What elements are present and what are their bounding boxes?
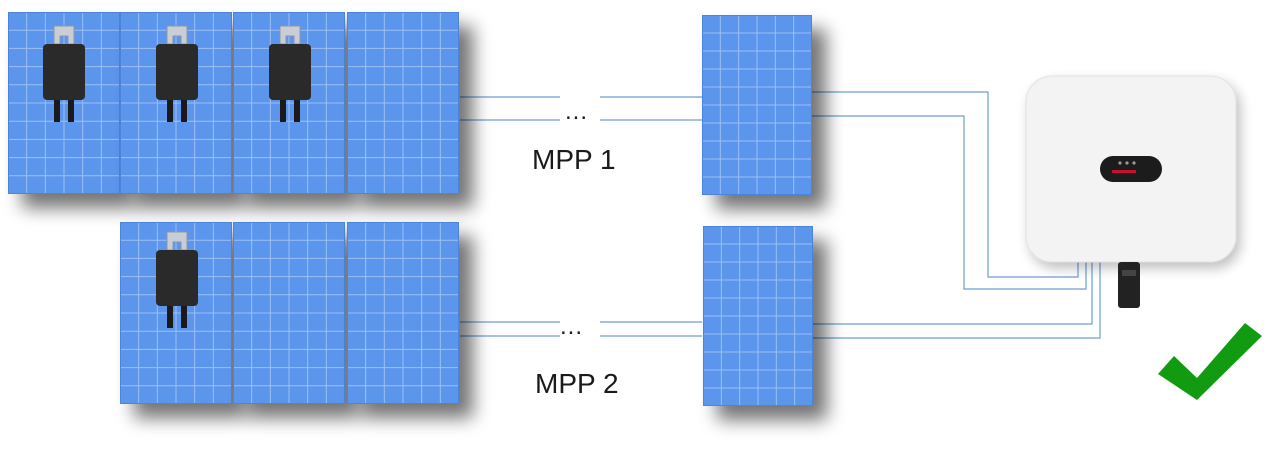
inverter-connector-icon <box>1118 262 1140 308</box>
wires <box>460 91 1101 339</box>
mpp1-panel <box>347 12 459 194</box>
mpp2-panel <box>347 222 459 404</box>
mpp1-panel <box>233 12 345 194</box>
optimizer-icon <box>43 25 85 122</box>
mpp1-panel <box>8 12 120 194</box>
mpp1-wire-to-inverter-a <box>812 91 1079 278</box>
mpp2-wire-to-inverter-b <box>812 262 1101 339</box>
panels <box>8 12 813 406</box>
mpp1-panel <box>120 12 232 194</box>
mpp2-panel <box>120 222 232 404</box>
mpp1-wire-to-inverter-b <box>812 115 1087 290</box>
mpp1-ellipsis: ... <box>565 98 589 125</box>
mpp1-panel-end <box>702 15 812 195</box>
optimizer-icon <box>269 25 311 122</box>
mpp1-label: MPP 1 <box>532 144 616 175</box>
optimizer-icon <box>156 231 198 328</box>
mpp2-wire-to-inverter-a <box>812 262 1093 325</box>
mpp2-ellipsis: ... <box>560 313 584 340</box>
mpp2-panel <box>233 222 345 404</box>
optimizer-icon <box>156 25 198 122</box>
optimizers <box>43 25 311 328</box>
mpp2-panel-end <box>703 226 813 406</box>
mpp2-label: MPP 2 <box>535 368 619 399</box>
inverter-icon <box>1025 75 1237 263</box>
check-mark-icon <box>1158 323 1262 400</box>
